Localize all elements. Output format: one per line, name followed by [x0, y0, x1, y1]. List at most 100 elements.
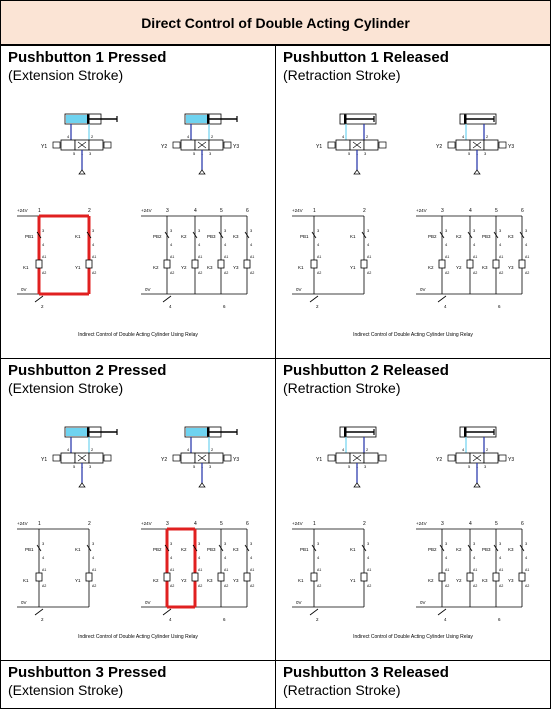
coil-terminal: A1 — [170, 568, 174, 572]
diagram-group: Y142513Y2Y342513+24V0V134PB1A1A2234K1A1A… — [292, 113, 529, 338]
cylinder-chamber — [66, 115, 87, 123]
supply-label: +24V — [292, 208, 303, 213]
coil-terminal: A2 — [170, 584, 174, 588]
element-label: PB1 — [25, 234, 34, 239]
cell-subtitle: (Retraction Stroke) — [283, 380, 401, 396]
contact-number: 3 — [170, 228, 173, 233]
port-label: 3 — [209, 151, 212, 156]
bottom-ref: 4 — [169, 617, 172, 622]
contact-mark — [244, 231, 250, 239]
column-number: 6 — [246, 208, 249, 214]
coil — [466, 572, 474, 582]
contact-number: 3 — [250, 541, 253, 546]
coil — [243, 259, 251, 269]
circuit-diagram: Y142513Y2Y342513+24V0V134PB1A1A2234K1A1A… — [292, 113, 529, 338]
element-label: PB2 — [428, 547, 437, 552]
coil-label: K3 — [482, 578, 488, 583]
column-number: 6 — [521, 208, 524, 214]
cell-pb1-pressed: Pushbutton 1 Pressed (Extension Stroke) … — [0, 45, 276, 359]
pressure-source — [78, 482, 86, 488]
cell-subtitle: (Extension Stroke) — [8, 682, 124, 698]
coil-terminal: A1 — [317, 568, 321, 572]
pressure-source — [473, 482, 481, 488]
port-label: 5 — [468, 151, 471, 156]
cylinder-chamber — [461, 428, 464, 436]
contact-mark — [467, 231, 473, 239]
cell-title: Pushbutton 3 Pressed — [8, 664, 167, 681]
coil-terminal: A1 — [42, 255, 46, 259]
contact-number: 3 — [367, 228, 370, 233]
coil — [217, 259, 225, 269]
valve-arrow — [77, 454, 87, 462]
valve-position — [363, 139, 379, 151]
solenoid-label: Y2 — [161, 457, 167, 463]
port-label: 3 — [89, 464, 92, 469]
coil-terminal: A2 — [445, 584, 449, 588]
contact-number: 3 — [499, 228, 502, 233]
coil — [360, 259, 368, 269]
port-label: 4 — [67, 134, 70, 139]
ground-label: 0V — [145, 600, 151, 605]
ground-label: 0V — [21, 287, 27, 292]
element-label: K2 — [181, 547, 187, 552]
contact-number: 3 — [42, 541, 45, 546]
valve-position — [208, 139, 224, 151]
contact-mark — [311, 231, 317, 239]
element-label: PB3 — [482, 547, 491, 552]
contact-number: 4 — [499, 555, 502, 560]
coil-label: K2 — [428, 578, 434, 583]
contact-mark — [311, 544, 317, 552]
element-label: PB3 — [207, 234, 216, 239]
port-label: 3 — [209, 464, 212, 469]
coil-label: Y2 — [181, 578, 187, 583]
coil-terminal: A1 — [170, 255, 174, 259]
pressure-source — [353, 169, 361, 175]
coil — [310, 572, 318, 582]
circuit-diagram: Y142513Y2Y342513+24V0V134PB1A1A2234K1A1A… — [17, 113, 254, 338]
coil-terminal: A2 — [525, 271, 529, 275]
cell-pb2-pressed: Pushbutton 2 Pressed (Extension Stroke) … — [0, 358, 276, 661]
coil-terminal: A1 — [445, 568, 449, 572]
bottom-ref: 4 — [169, 304, 172, 309]
solenoid-label: Y3 — [233, 144, 239, 150]
column-number: 2 — [88, 521, 91, 527]
coil-terminal: A2 — [525, 584, 529, 588]
ground-symbol — [309, 608, 319, 616]
solenoid-label: Y2 — [161, 144, 167, 150]
coil-terminal: A2 — [42, 271, 46, 275]
coil-terminal: A1 — [367, 255, 371, 259]
contact-number: 4 — [499, 242, 502, 247]
contact-mark — [36, 544, 42, 552]
ground-label: 0V — [420, 600, 426, 605]
valve-position — [180, 452, 196, 464]
coil-terminal: A2 — [198, 584, 202, 588]
cylinder-piston — [464, 427, 467, 437]
contact-number: 3 — [317, 541, 320, 546]
column-number: 1 — [313, 521, 316, 527]
valve-position — [335, 139, 351, 151]
port-label: 2 — [211, 134, 214, 139]
coil — [466, 259, 474, 269]
contact-number: 3 — [525, 228, 528, 233]
solenoid-label: Y3 — [508, 144, 514, 150]
supply-label: +24V — [17, 208, 28, 213]
contact-number: 4 — [317, 555, 320, 560]
column-number: 1 — [38, 208, 41, 214]
solenoid-left — [52, 141, 61, 149]
solenoid-label: Y1 — [316, 457, 322, 463]
bottom-ref: 2 — [41, 304, 44, 309]
port-label: 2 — [366, 447, 369, 452]
solenoid-left — [327, 141, 336, 149]
solenoid-label: Y2 — [436, 144, 442, 150]
bottom-ref: 2 — [316, 617, 319, 622]
port-label: 2 — [211, 447, 214, 452]
supply-label: +24V — [416, 521, 427, 526]
coil-label: K3 — [482, 265, 488, 270]
port-label: 4 — [462, 134, 465, 139]
ground-symbol — [34, 608, 44, 616]
supply-label: +24V — [141, 208, 152, 213]
solenoid-right — [223, 141, 232, 149]
cell-subtitle: (Extension Stroke) — [8, 67, 124, 83]
solenoid-label: Y3 — [233, 457, 239, 463]
valve-position — [335, 452, 351, 464]
